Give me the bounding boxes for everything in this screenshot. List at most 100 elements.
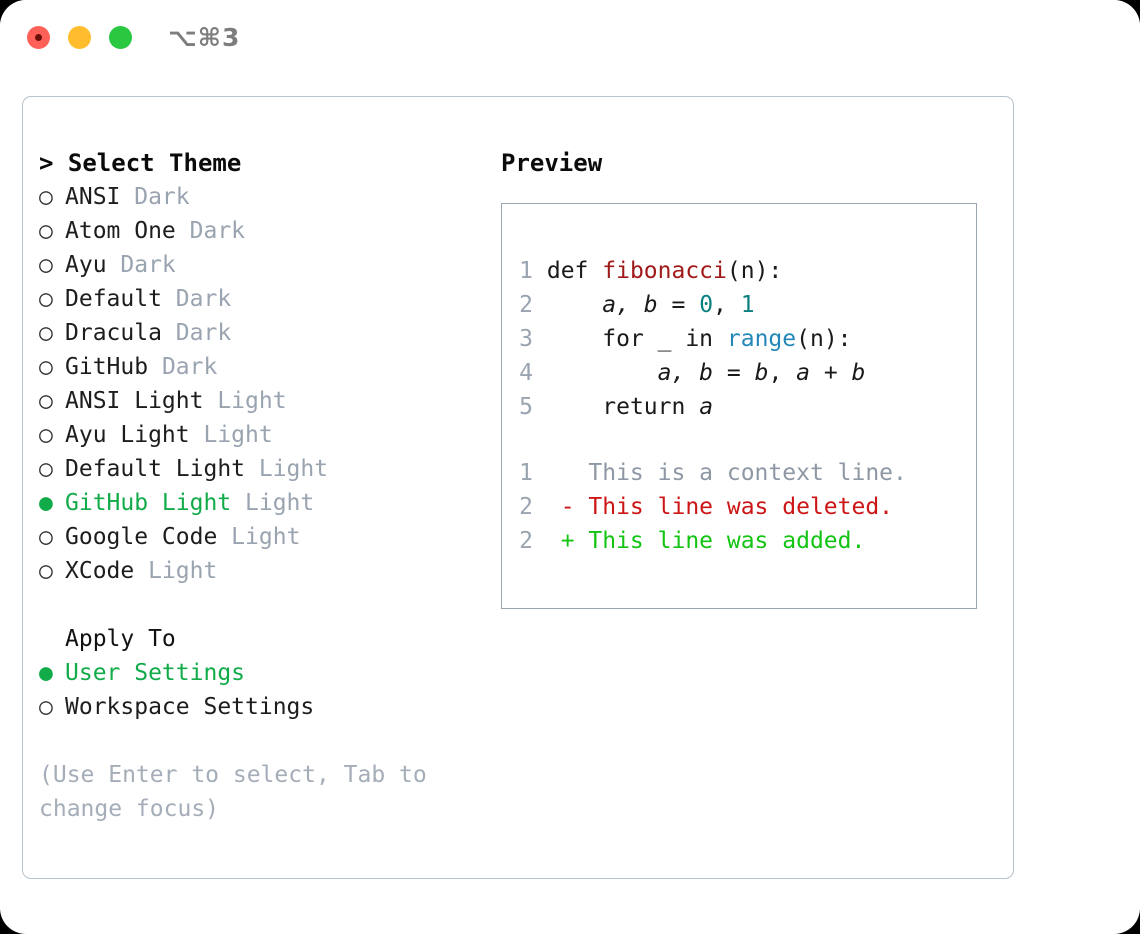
code-token: def (546, 258, 603, 284)
theme-category-tag: Dark (106, 252, 176, 278)
code-token: (n): (796, 326, 852, 352)
code-token: a + b (796, 360, 866, 386)
close-window-button[interactable] (27, 26, 50, 49)
theme-selector-column: > Select Theme ○ANSI Dark○Atom One Dark○… (39, 146, 469, 826)
theme-list-item[interactable]: ○Atom One Dark (39, 214, 469, 248)
code-token: = (713, 360, 755, 386)
theme-list-item[interactable]: ● GitHub Light Light (39, 486, 469, 520)
radio-unselected-icon: ○ (39, 218, 53, 244)
theme-category-tag: Dark (161, 320, 232, 346)
preview-header: Preview (501, 149, 603, 177)
theme-category-tag: Dark (175, 218, 246, 244)
maximize-window-button[interactable] (109, 26, 132, 49)
theme-list-item[interactable]: ○ Default Light Light (39, 452, 469, 486)
radio-unselected-icon: ○ (39, 184, 53, 210)
code-token: return (546, 394, 700, 420)
apply-to-header: Apply To (39, 622, 469, 656)
code-line: 3 for _ in range(n): (519, 322, 865, 356)
theme-category-tag: Light (231, 490, 315, 516)
code-line: 4 a, b = b, a + b (519, 356, 865, 390)
apply-to-item[interactable]: ○ Workspace Settings (39, 690, 469, 724)
theme-name-label: ANSI Light (65, 388, 204, 414)
code-token: range (726, 326, 797, 352)
content-panel: > Select Theme ○ANSI Dark○Atom One Dark○… (22, 96, 1014, 879)
theme-category-tag: Light (245, 456, 329, 482)
diff-line-text: - This line was deleted. (533, 494, 894, 520)
diff-line-number: 2 (519, 528, 533, 554)
apply-to-label: User Settings (65, 660, 246, 686)
theme-name-label: XCode (65, 558, 135, 584)
theme-list-item[interactable]: ○ ANSI Light Light (39, 384, 469, 418)
theme-list[interactable]: ○ANSI Dark○Atom One Dark○Ayu Dark○Defaul… (39, 180, 469, 588)
theme-list-item[interactable]: ○ Dracula Dark (39, 316, 469, 350)
code-token: , (768, 360, 797, 386)
apply-to-item[interactable]: ● User Settings (39, 656, 469, 690)
theme-name-label: ANSI (65, 184, 121, 210)
code-line: 1 def fibonacci(n): (519, 254, 865, 288)
code-token: for _ in (546, 326, 727, 352)
radio-unselected-icon: ○ (39, 694, 53, 720)
radio-unselected-icon: ○ (39, 252, 53, 278)
theme-name-label: Dracula (65, 320, 162, 346)
preview-column: Preview (501, 146, 1001, 180)
theme-name-label: GitHub (65, 354, 149, 380)
minimize-window-button[interactable] (68, 26, 91, 49)
radio-unselected-icon: ○ (39, 456, 53, 482)
diff-line: 2 - This line was deleted. (519, 490, 907, 524)
code-token: fibonacci (602, 258, 727, 284)
theme-name-label: Default Light (65, 456, 246, 482)
code-token: a (699, 394, 714, 420)
apply-to-indent (39, 622, 65, 656)
apply-to-header-label: Apply To (65, 626, 176, 652)
traffic-lights (27, 26, 132, 49)
diff-sample: 1 This is a context line.2 - This line w… (519, 456, 907, 558)
theme-list-item[interactable]: ○ANSI Dark (39, 180, 469, 214)
theme-list-item[interactable]: ○Google Code Light (39, 520, 469, 554)
code-line-number: 4 (519, 360, 533, 386)
theme-category-tag: Dark (161, 286, 232, 312)
theme-category-tag: Light (217, 524, 301, 550)
theme-name-label: Default (65, 286, 162, 312)
radio-unselected-icon: ○ (39, 422, 53, 448)
code-token: 0 (699, 292, 714, 318)
code-line: 2 a, b = 0, 1 (519, 288, 865, 322)
radio-selected-icon: ● (39, 660, 53, 686)
code-line: 5 return a (519, 390, 865, 424)
keyboard-hint-text: (Use Enter to select, Tab to change focu… (39, 762, 427, 822)
diff-line-text: + This line was added. (533, 528, 866, 554)
diff-line-number: 1 (519, 460, 533, 486)
radio-unselected-icon: ○ (39, 558, 53, 584)
theme-category-tag: Light (134, 558, 218, 584)
code-token: , (713, 292, 741, 318)
diff-line-number: 2 (519, 494, 533, 520)
keyboard-shortcut-label: ⌥⌘3 (168, 23, 241, 52)
code-token: (n): (726, 258, 783, 284)
theme-category-tag: Light (203, 388, 287, 414)
theme-list-item[interactable]: ○ Default Dark (39, 282, 469, 316)
radio-unselected-icon: ○ (39, 320, 53, 346)
theme-category-tag: Dark (148, 354, 218, 380)
apply-to-label: Workspace Settings (65, 694, 315, 720)
select-theme-header: > Select Theme (39, 149, 242, 177)
radio-unselected-icon: ○ (39, 388, 53, 414)
theme-list-item[interactable]: ○Ayu Light Light (39, 418, 469, 452)
title-bar: ⌥⌘3 (0, 0, 1140, 78)
apply-to-list[interactable]: ● User Settings ○ Workspace Settings (39, 656, 469, 724)
theme-name-label: GitHub Light (65, 490, 232, 516)
theme-list-item[interactable]: ○ GitHub Dark (39, 350, 469, 384)
diff-line: 2 + This line was added. (519, 524, 907, 558)
code-token: a, b (657, 360, 714, 386)
radio-selected-icon: ● (39, 490, 53, 516)
code-token (547, 360, 658, 386)
code-token: a, b (602, 292, 658, 318)
theme-name-label: Ayu (65, 252, 107, 278)
theme-list-item[interactable]: ○ XCode Light (39, 554, 469, 588)
code-token: 1 (740, 292, 755, 318)
theme-name-label: Ayu Light (65, 422, 190, 448)
radio-unselected-icon: ○ (39, 354, 53, 380)
radio-unselected-icon: ○ (39, 286, 53, 312)
theme-list-item[interactable]: ○ Ayu Dark (39, 248, 469, 282)
